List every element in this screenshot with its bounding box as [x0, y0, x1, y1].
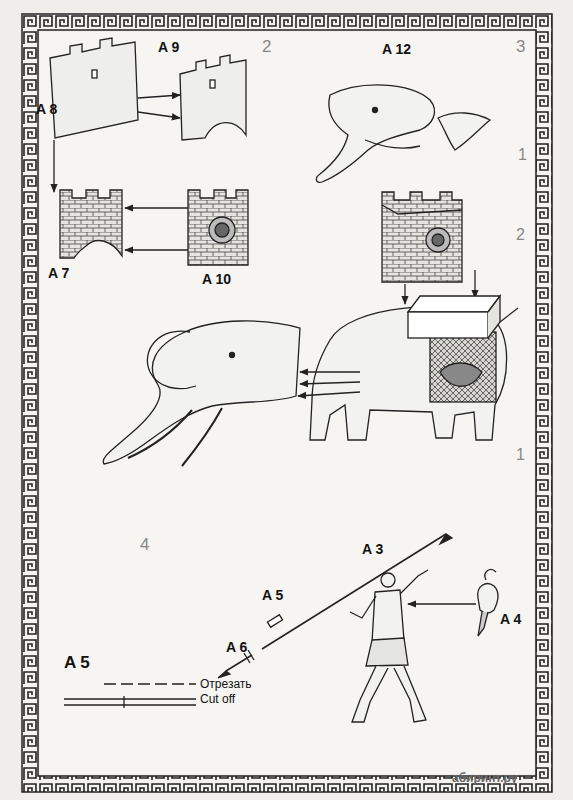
step-number: 4	[140, 536, 149, 555]
callout-number: 2	[516, 226, 525, 244]
part-label: A 6	[226, 640, 247, 655]
callout-number: 1	[518, 146, 527, 164]
part-label: A 8	[36, 102, 57, 117]
watermark: абиринт.ру	[452, 772, 517, 785]
part-label: A 12	[382, 42, 411, 57]
callout-number: 1	[516, 446, 525, 464]
part-label: A 3	[362, 542, 383, 557]
note: Cut off	[200, 693, 235, 706]
part-label: A 4	[500, 612, 521, 627]
part-label: A 9	[158, 40, 179, 55]
note: Отрезать	[200, 678, 252, 691]
step-number: 2	[262, 38, 271, 57]
part-label: A 7	[48, 266, 69, 281]
part-label: A 5	[64, 654, 90, 673]
step-number: 3	[516, 38, 525, 57]
part-label: A 5	[262, 588, 283, 603]
part-label: A 10	[202, 272, 231, 287]
